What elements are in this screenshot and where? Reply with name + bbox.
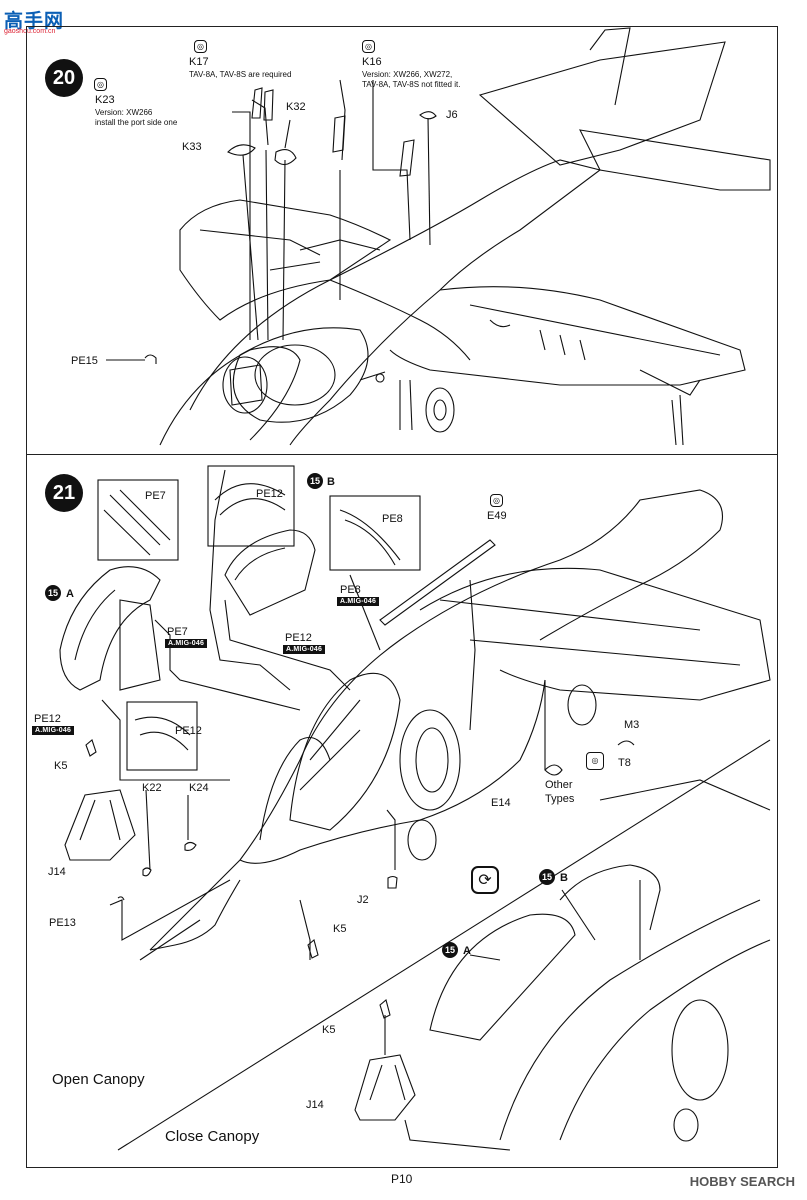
step20-aircraft — [106, 27, 771, 446]
part-k16-label: K16 — [362, 56, 382, 68]
part-k23-note: Version: XW266 — [95, 108, 153, 117]
part-j2-label: J2 — [357, 894, 369, 906]
ref-15b-badge: 15 — [307, 473, 323, 489]
rotate-view-icon: ⟳ — [471, 866, 499, 894]
close-canopy-caption: Close Canopy — [165, 1128, 260, 1145]
part-pe13-label: PE13 — [49, 917, 76, 929]
part-k5-label: K5 — [54, 760, 68, 772]
glue-icon: ◎ — [490, 494, 503, 507]
paint-code-pe12: A.MIG-046 — [32, 726, 75, 735]
step-21-badge: 21 — [45, 474, 83, 512]
part-k17-label: K17 — [189, 56, 209, 68]
part-e49-label: E49 — [487, 510, 507, 522]
part-k33-label: K33 — [182, 141, 202, 153]
other-types-label: Types — [545, 793, 575, 805]
watermark-hobbysearch: HOBBY SEARCH — [689, 1174, 795, 1189]
part-k16-note: TAV-8A, TAV-8S not fitted it. — [362, 80, 461, 89]
ref-15a-letter: A — [463, 945, 471, 957]
part-k17-note: TAV-8A, TAV-8S are required — [189, 70, 292, 79]
page-number: P10 — [391, 1172, 413, 1186]
part-k32-label: K32 — [286, 101, 306, 113]
ref-15a-letter: A — [66, 588, 74, 600]
glue-icon: ◎ — [94, 78, 107, 91]
ref-15b-badge: 15 — [539, 869, 555, 885]
ref-15b-letter: B — [560, 872, 568, 884]
part-k16-note: Version: XW266, XW272, — [362, 70, 453, 79]
detail-pe8-label: PE8 — [382, 513, 403, 525]
paint-code-pe7: A.MIG-046 — [165, 639, 208, 648]
part-pe12-label: PE12 — [34, 713, 61, 725]
other-types-label: Other — [545, 779, 573, 791]
paint-code-pe12: A.MIG-046 — [283, 645, 326, 654]
step-divider — [26, 454, 778, 455]
detail-pe7-label: PE7 — [145, 490, 166, 502]
part-pe15-label: PE15 — [71, 355, 98, 367]
step-20-badge: 20 — [45, 59, 83, 97]
part-e14-label: E14 — [491, 797, 511, 809]
open-canopy-caption: Open Canopy — [52, 1071, 145, 1088]
watermark-url: gaoshou.com.cn — [4, 28, 56, 35]
detail-pe12-label: PE12 — [175, 725, 202, 737]
part-j6-label: J6 — [446, 109, 458, 121]
part-k24-label: K24 — [189, 782, 209, 794]
ref-15a-badge: 15 — [45, 585, 61, 601]
glue-icon: ◎ — [586, 752, 604, 770]
step21-aircraft — [59, 465, 771, 1151]
part-pe12-label: PE12 — [285, 632, 312, 644]
detail-pe12-label: PE12 — [256, 488, 283, 500]
part-j14-label: J14 — [306, 1099, 324, 1111]
part-t8-label: T8 — [618, 757, 631, 769]
part-pe7-label: PE7 — [167, 626, 188, 638]
glue-icon: ◎ — [194, 40, 207, 53]
part-k23-note: install the port side one — [95, 118, 178, 127]
page-frame — [26, 26, 778, 1168]
ref-15b-letter: B — [327, 476, 335, 488]
part-k5-label: K5 — [322, 1024, 336, 1036]
part-pe8-label: PE8 — [340, 584, 361, 596]
part-j14-label: J14 — [48, 866, 66, 878]
part-k23-label: K23 — [95, 94, 115, 106]
paint-code-pe8: A.MIG-046 — [337, 597, 380, 606]
glue-icon: ◎ — [362, 40, 375, 53]
part-k22-label: K22 — [142, 782, 162, 794]
part-m3-label: M3 — [624, 719, 640, 731]
ref-15a-badge: 15 — [442, 942, 458, 958]
part-k5-label: K5 — [333, 923, 347, 935]
